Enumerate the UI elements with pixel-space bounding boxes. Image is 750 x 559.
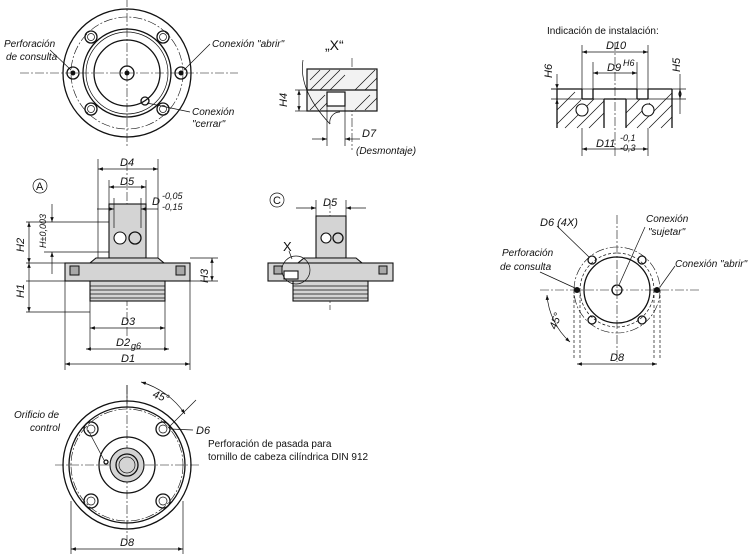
marker-c: C	[273, 195, 281, 207]
angle-45-bottom: 45°	[151, 389, 171, 406]
dim-d8-right: D8	[610, 352, 625, 364]
label-close-connection-1: Conexión	[192, 107, 235, 118]
marker-a: A	[36, 181, 44, 193]
dim-d5-a: D5	[120, 176, 135, 188]
label-open-connection-right: Conexión "abrir"	[675, 259, 748, 270]
dim-d3: D3	[121, 316, 136, 328]
dim-d8-bottom: D8	[120, 537, 135, 549]
label-control-hole-2: control	[30, 423, 61, 434]
dim-h1: H1	[15, 284, 27, 298]
dim-d4: D4	[120, 157, 134, 169]
label-hold-connection-1: Conexión	[646, 214, 689, 225]
dim-d1: D1	[121, 353, 135, 365]
dim-d: D	[152, 196, 160, 208]
dim-d6-4x: D6 (4X)	[540, 217, 578, 229]
dim-d10: D10	[606, 40, 627, 52]
dim-d-tolerance-lower: -0,15	[162, 202, 184, 212]
label-consult-hole-right-1: Perforación	[502, 248, 554, 259]
label-control-hole-1: Orificio de	[14, 410, 59, 421]
bolt-hole	[84, 30, 170, 116]
dim-d6-bottom: D6	[196, 425, 211, 437]
note-disassembly: (Desmontaje)	[356, 146, 416, 157]
dim-d11: D11	[596, 138, 615, 150]
dim-d2: D2	[116, 337, 130, 349]
detail-x-view	[295, 58, 378, 150]
dim-h4: H4	[278, 93, 290, 107]
hatching	[556, 91, 673, 129]
detail-x-title: „X“	[325, 37, 344, 53]
label-open-connection: Conexión "abrir"	[212, 39, 285, 50]
dim-d11-tolerance-lower: -0,3	[620, 143, 636, 153]
label-consult-hole-right-2: de consulta	[500, 262, 552, 273]
dim-d11-tolerance-upper: -0,1	[620, 133, 636, 143]
angle-45-right: 45°	[548, 311, 565, 331]
label-hold-connection-2: "sujetar"	[648, 227, 686, 238]
dim-d7: D7	[362, 128, 377, 140]
dim-d9-tolerance: H6	[623, 58, 635, 68]
dim-d9: D9	[607, 62, 621, 74]
dim-d-tolerance-upper: -0,05	[162, 191, 184, 201]
right-view-circle	[539, 215, 700, 366]
label-close-connection-2: "cerrar"	[192, 119, 226, 130]
note-clearance-hole-1: Perforación de pasada para	[208, 439, 332, 450]
dim-h-tolerance: H±0,003	[38, 214, 48, 248]
dim-h2: H2	[15, 238, 27, 252]
dim-h3: H3	[199, 268, 211, 283]
installation-title: Indicación de instalación:	[547, 26, 659, 37]
detail-x-reference: X	[283, 239, 292, 254]
side-view-c	[267, 192, 394, 310]
dim-h5: H5	[671, 57, 683, 72]
bottom-view-flange	[55, 381, 200, 554]
note-clearance-hole-2: tornillo de cabeza cilíndrica DIN 912	[208, 452, 369, 463]
dim-d5-c: D5	[323, 197, 338, 209]
installation-view	[551, 42, 686, 158]
label-consult-hole-2: de consulta	[6, 52, 58, 63]
dim-h6: H6	[543, 63, 555, 78]
dim-d2-tolerance: g6	[131, 341, 141, 351]
label-consult-hole-1: Perforación	[4, 39, 56, 50]
side-view-a	[26, 159, 218, 370]
top-view-flange	[20, 0, 238, 148]
